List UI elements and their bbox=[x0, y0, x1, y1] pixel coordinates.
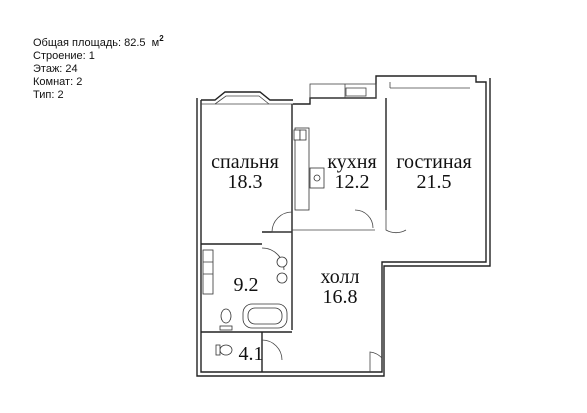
bathroom-area: 9.2 bbox=[234, 274, 259, 296]
apartment-info: Общая площадь: 82.5 м2 Строение: 1 Этаж:… bbox=[33, 32, 164, 102]
kitchen-name: кухня bbox=[327, 151, 376, 173]
kitchen-area: 12.2 bbox=[335, 171, 370, 193]
room-count: Комнат: 2 bbox=[33, 76, 83, 88]
hall-name: холл bbox=[321, 266, 360, 288]
hall-area: 16.8 bbox=[323, 286, 358, 308]
wc-area: 4.1 bbox=[239, 343, 264, 365]
bedroom-name: спальня bbox=[211, 151, 279, 173]
room-labels: спальня 18.3 кухня 12.2 гостиная 21.5 хо… bbox=[211, 151, 471, 365]
floor-number: Этаж: 24 bbox=[33, 63, 78, 75]
total-area-label: Общая площадь: 82.5 bbox=[33, 37, 146, 49]
area-unit: м bbox=[151, 37, 160, 49]
total-area: Общая площадь: 82.5 м2 bbox=[33, 32, 164, 50]
area-unit-exponent: 2 bbox=[159, 34, 164, 43]
apartment-type: Тип: 2 bbox=[33, 89, 64, 101]
outer-walls bbox=[196, 75, 491, 377]
living-name: гостиная bbox=[396, 151, 471, 173]
bedroom-area: 18.3 bbox=[228, 171, 263, 193]
building-number: Строение: 1 bbox=[33, 50, 95, 62]
kitchen-fixtures bbox=[293, 127, 325, 211]
living-area: 21.5 bbox=[417, 171, 452, 193]
interior-walls bbox=[201, 98, 407, 372]
bathroom-fixtures bbox=[202, 249, 288, 356]
